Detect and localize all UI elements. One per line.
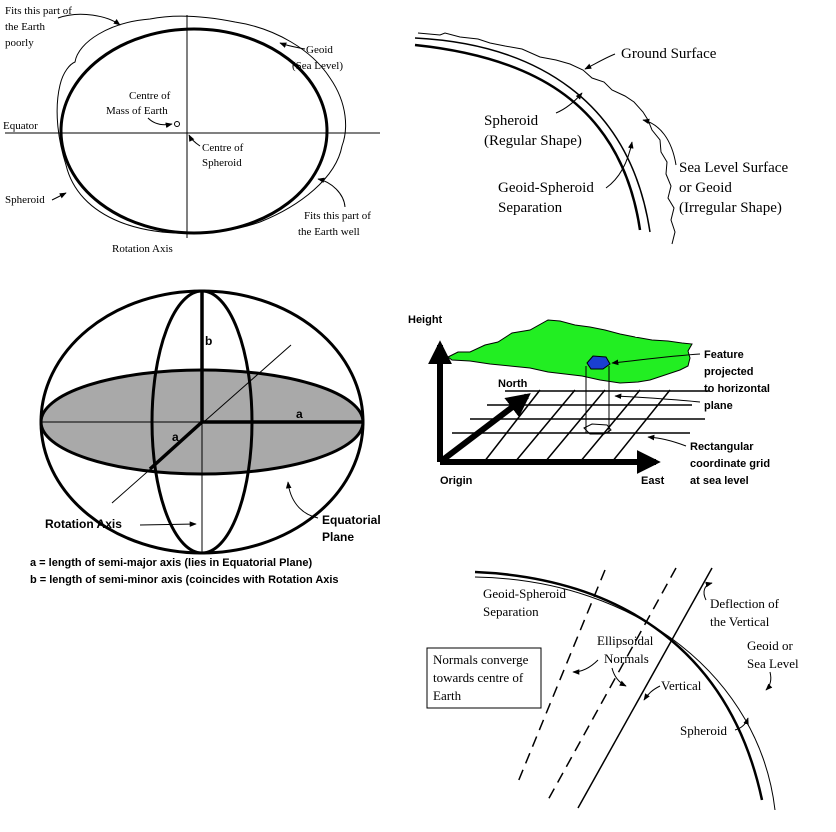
- deflection-label: Deflection of the Vertical: [710, 596, 782, 629]
- coordinate-grid: [452, 389, 710, 463]
- feature-arrow: [611, 353, 701, 366]
- b-label: b: [205, 334, 212, 348]
- geoid-arc: [474, 576, 776, 811]
- terrain-surface: [447, 319, 693, 384]
- ellipsoidal-normal-1: [517, 569, 606, 783]
- panel-geoid-spheroid: Fits this part of the Earth poorly Geoid…: [3, 5, 380, 255]
- equator-label: Equator: [3, 120, 38, 132]
- rotation-axis-label: Rotation Axis: [112, 243, 173, 255]
- vertical-line: [577, 567, 713, 809]
- vertical-label: Vertical: [661, 678, 702, 693]
- normals-converge-text: Normals converge towards centre of Earth: [433, 652, 532, 703]
- panel-surfaces: Ground Surface Spheroid (Regular Shape) …: [414, 32, 792, 245]
- centre-of-mass-dot: [174, 121, 180, 127]
- fits-well-label: Fits this part of the Earth well: [298, 210, 374, 238]
- spheroid-regular-arrow: [555, 92, 583, 114]
- sea-level-curve: [414, 37, 651, 233]
- rotation-axis-label: Rotation Axis: [45, 517, 122, 531]
- geoid-label: Geoid (Sea Level): [292, 44, 343, 72]
- def-a: a = length of semi-major axis (lies in E…: [30, 557, 312, 569]
- fits-well-arrow: [317, 177, 346, 208]
- ground-surface-curve: [417, 32, 676, 245]
- spheroid-ellipse: [59, 27, 329, 235]
- vertical-arrow: [643, 685, 661, 701]
- centre-of-mass-label: Centre of Mass of Earth: [106, 90, 173, 117]
- feature-label: Feature projected to horizontal plane: [704, 349, 773, 412]
- separation-arrow: [605, 141, 634, 189]
- height-label: Height: [408, 314, 443, 326]
- feature-polygon: [586, 355, 611, 370]
- panel-projection: Height North Origin East Feature: [408, 314, 773, 487]
- ellipsoidal-normal-2: [547, 567, 677, 801]
- rotation-axis-arrow: [139, 521, 197, 527]
- ellipsoidal-arrow-2: [611, 667, 627, 687]
- spheroid-regular-label: Spheroid (Regular Shape): [484, 113, 582, 149]
- ellipsoidal-normals-label: Ellipsoidal Normals: [597, 633, 657, 666]
- spheroid-arc: [474, 570, 764, 801]
- east-label: East: [641, 475, 665, 487]
- fits-poorly-label: Fits this part of the Earth poorly: [5, 5, 75, 49]
- spheroid-label: Spheroid: [680, 723, 727, 738]
- spheroid-label: Spheroid: [5, 194, 45, 206]
- ground-surface-label: Ground Surface: [621, 46, 717, 62]
- fits-poorly-arrow: [57, 13, 121, 26]
- grid-arrow: [647, 434, 687, 447]
- origin-label: Origin: [440, 475, 473, 487]
- projected-arrow: [614, 393, 701, 403]
- geoid-sea-level-label: Geoid or Sea Level: [747, 638, 799, 671]
- projected-footprint: [583, 423, 612, 435]
- centre-of-spheroid-arrow: [188, 134, 201, 147]
- equatorial-plane-arrow: [285, 481, 319, 519]
- ellipsoidal-arrow-1: [572, 659, 599, 675]
- def-b: b = length of semi-minor axis (coincides…: [30, 574, 339, 586]
- semi-major-axis-a-diagonal: [148, 420, 204, 471]
- centre-of-spheroid-label: Centre of Spheroid: [202, 142, 246, 169]
- sea-level-arrow: [642, 118, 677, 166]
- grid-label: Rectangular coordinate grid at sea level: [690, 441, 773, 487]
- separation-label: Geoid-Spheroid Separation: [483, 586, 569, 619]
- panel-ellipsoid: b a a Rotation Axis Equatorial Plane a =…: [30, 289, 384, 586]
- north-label: North: [498, 378, 528, 390]
- a-major-label: a: [296, 407, 303, 421]
- sea-level-label: Sea Level Surface or Geoid (Irregular Sh…: [679, 160, 792, 216]
- geoid-arrow: [279, 42, 306, 50]
- normals-converge-box: [426, 647, 542, 709]
- ground-surface-arrow: [584, 53, 616, 70]
- geoid-arrow: [765, 671, 773, 691]
- equatorial-plane-label: Equatorial Plane: [322, 513, 384, 544]
- centre-of-mass-arrow: [147, 117, 173, 128]
- spheroid-curve: [414, 43, 642, 231]
- spheroid-arrow: [734, 717, 749, 731]
- panel-deflection: Geoid-Spheroid Separation Deflection of …: [426, 567, 799, 811]
- a-minor-label: a: [172, 430, 179, 444]
- separation-label: Geoid-Spheroid Separation: [498, 180, 598, 216]
- spheroid-arrow: [51, 192, 67, 201]
- north-axis: [438, 393, 531, 465]
- deflection-arrow: [703, 581, 713, 601]
